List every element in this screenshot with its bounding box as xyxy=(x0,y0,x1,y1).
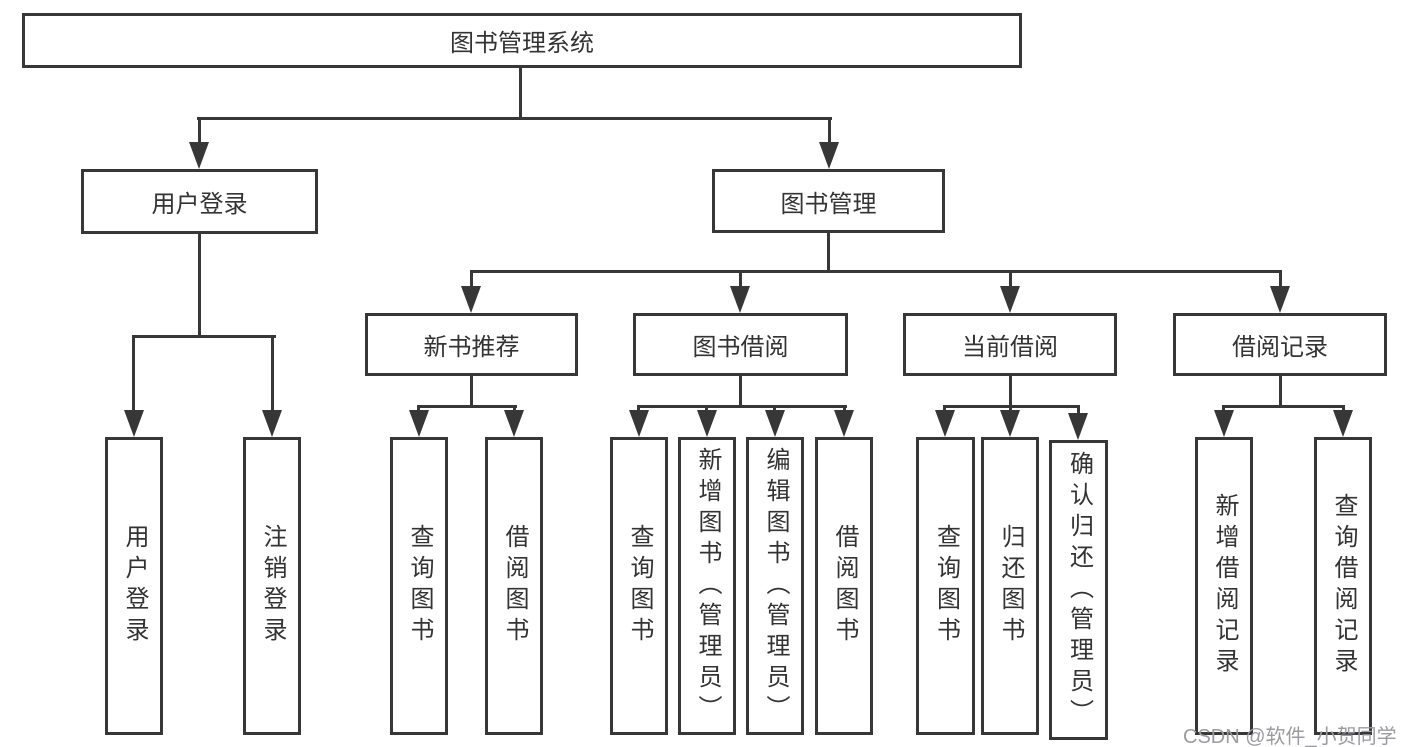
connector-bookmgmt-stem xyxy=(827,232,830,273)
arrow-down-icon-book-management xyxy=(819,142,839,169)
connector-stub-edit-books xyxy=(773,405,776,414)
leaf-label-query-books-3: 查询图书 xyxy=(932,524,960,648)
node-label-book-management: 图书管理 xyxy=(780,190,877,218)
connector-stub-borrow2 xyxy=(843,405,846,414)
connector-userlogin-stem xyxy=(198,233,201,338)
leaf-box-logout: 注销登录 xyxy=(243,437,301,735)
node-box-user-login: 用户登录 xyxy=(81,169,318,234)
connector-bookborrow-stem xyxy=(739,376,742,407)
connector-stub-query-record xyxy=(1342,405,1345,414)
connector-stub-query3 xyxy=(943,405,946,414)
node-box-root: 图书管理系统 xyxy=(22,13,1022,68)
leaf-box-borrow-books-1: 借阅图书 xyxy=(485,437,543,735)
arrow-down-icon-query1 xyxy=(409,410,429,437)
node-box-book-borrowing: 图书借阅 xyxy=(633,313,848,376)
arrow-down-icon-edit-books xyxy=(765,410,785,437)
node-label-new-book-recommend: 新书推荐 xyxy=(423,334,520,361)
connector-stub-login-leaf xyxy=(132,335,135,413)
node-label-current-borrowing: 当前借阅 xyxy=(962,334,1058,361)
leaf-label-query-books-1: 查询图书 xyxy=(406,524,433,648)
connector-stub-logout-leaf xyxy=(271,335,274,413)
node-label-user-login: 用户登录 xyxy=(151,191,248,218)
connector-bookborrow-bus xyxy=(637,405,847,408)
watermark-text: CSDN @软件_小贺同学 xyxy=(1183,726,1397,747)
connector-stub-add-books xyxy=(705,405,708,414)
arrow-down-icon-confirm-return xyxy=(1068,413,1088,440)
leaf-label-edit-books-admin: 编辑图书（管理员） xyxy=(762,446,789,726)
leaf-label-add-books-admin: 新增图书（管理员） xyxy=(694,446,721,726)
arrow-down-icon-borrow1 xyxy=(504,410,524,437)
arrow-down-icon-add-books xyxy=(697,410,717,437)
leaf-label-borrow-books-2: 借阅图书 xyxy=(831,524,858,648)
node-box-book-management: 图书管理 xyxy=(712,169,945,233)
leaf-box-query-books-2: 查询图书 xyxy=(610,437,668,735)
connector-stub-borrow1 xyxy=(513,405,516,414)
arrow-down-icon-borrow-records xyxy=(1270,286,1290,313)
connector-stub-book-borrowing xyxy=(739,270,742,290)
leaf-box-add-books-admin: 新增图书（管理员） xyxy=(678,437,736,735)
arrow-down-icon-query-record xyxy=(1333,410,1353,437)
connector-bookmgmt-bus xyxy=(470,270,1282,273)
node-box-current-borrowing: 当前借阅 xyxy=(903,313,1117,376)
arrow-down-icon-current-borrowing xyxy=(1000,286,1020,313)
leaf-box-query-borrow-record: 查询借阅记录 xyxy=(1314,437,1372,735)
leaf-label-add-borrow-record: 新增借阅记录 xyxy=(1211,493,1238,679)
connector-userlogin-bus xyxy=(132,335,276,338)
leaf-label-confirm-return-admin: 确认归还（管理员） xyxy=(1065,450,1093,730)
connector-stub-add-record xyxy=(1222,405,1225,414)
connector-stub-new-book xyxy=(470,270,473,290)
connector-borrowrecord-stem xyxy=(1279,376,1282,407)
arrow-down-icon-query3 xyxy=(935,410,955,437)
connector-root-bus xyxy=(197,117,832,120)
connector-stub-query1 xyxy=(417,405,420,414)
connector-stub-return-books xyxy=(1009,405,1012,414)
leaf-label-return-books: 归还图书 xyxy=(997,524,1024,648)
arrow-down-icon-logout-leaf xyxy=(262,410,282,437)
leaf-label-logout: 注销登录 xyxy=(259,524,286,648)
connector-borrowrecord-bus xyxy=(1222,405,1345,408)
arrow-down-icon-user-login xyxy=(189,142,209,169)
node-box-new-book-recommend: 新书推荐 xyxy=(365,313,578,376)
leaf-box-return-books: 归还图书 xyxy=(981,437,1039,735)
node-label-book-borrowing: 图书借阅 xyxy=(692,334,789,361)
connector-newbook-bus xyxy=(417,405,517,408)
connector-stub-borrow-records xyxy=(1279,270,1282,290)
connector-newbook-stem xyxy=(470,376,473,407)
arrow-down-icon-query2 xyxy=(629,410,649,437)
node-label-root: 图书管理系统 xyxy=(450,30,594,57)
arrow-down-icon-borrow2 xyxy=(834,410,854,437)
leaf-label-user-login-action: 用户登录 xyxy=(121,524,148,648)
leaf-box-query-books-3: 查询图书 xyxy=(916,437,975,735)
leaf-label-query-books-2: 查询图书 xyxy=(626,524,653,648)
connector-currentborrow-stem xyxy=(1009,376,1012,407)
connector-stub-book-management xyxy=(828,117,831,145)
connector-stub-user-login xyxy=(198,117,201,145)
arrow-down-icon-return-books xyxy=(1000,410,1020,437)
leaf-label-query-borrow-record: 查询借阅记录 xyxy=(1330,493,1357,679)
arrow-down-icon-new-book xyxy=(461,286,481,313)
leaf-box-query-books-1: 查询图书 xyxy=(390,437,448,735)
node-label-borrow-records: 借阅记录 xyxy=(1232,334,1328,361)
leaf-box-confirm-return-admin: 确认归还（管理员） xyxy=(1049,440,1108,740)
leaf-box-user-login-action: 用户登录 xyxy=(105,437,163,735)
connector-stub-current-borrowing xyxy=(1009,270,1012,290)
arrow-down-icon-book-borrowing xyxy=(730,286,750,313)
connector-root-stem xyxy=(519,67,522,119)
arrow-down-icon-add-record xyxy=(1214,410,1234,437)
arrow-down-icon-login-leaf xyxy=(124,410,144,437)
connector-stub-query2 xyxy=(637,405,640,414)
leaf-box-edit-books-admin: 编辑图书（管理员） xyxy=(746,437,804,735)
node-box-borrow-records: 借阅记录 xyxy=(1173,313,1387,376)
leaf-box-borrow-books-2: 借阅图书 xyxy=(815,437,873,735)
connector-stub-confirm-return xyxy=(1077,405,1080,414)
leaf-box-add-borrow-record: 新增借阅记录 xyxy=(1195,437,1253,735)
leaf-label-borrow-books-1: 借阅图书 xyxy=(501,524,528,648)
